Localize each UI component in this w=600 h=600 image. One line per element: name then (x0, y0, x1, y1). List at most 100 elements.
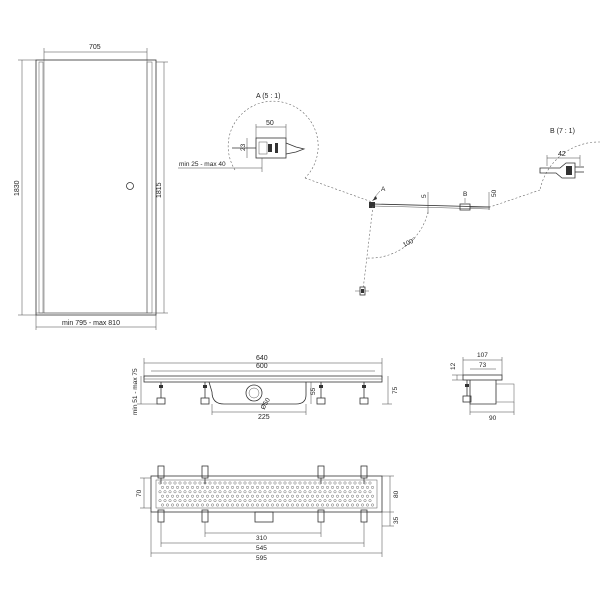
grate-hole (166, 503, 169, 507)
detail-b-title: B (7 : 1) (550, 128, 575, 135)
grate-hole (246, 494, 249, 498)
grate-hole (258, 490, 262, 494)
grate-hole (206, 503, 209, 507)
grate-hole (233, 499, 237, 502)
drain-top-grate (155, 479, 378, 509)
grate-hole (301, 485, 304, 489)
grate-hole (256, 503, 259, 507)
grate-hole (196, 503, 199, 507)
grate-hole (303, 499, 307, 502)
grate-hole (266, 494, 269, 498)
grate-hole (171, 494, 174, 498)
grate-hole (308, 481, 312, 485)
grate-hole (251, 503, 254, 507)
grate-hole (213, 481, 217, 485)
grate-hole (248, 499, 252, 502)
grate-hole (238, 481, 242, 485)
grate-hole (251, 485, 254, 489)
grate-hole (158, 481, 162, 485)
grate-hole (223, 481, 227, 485)
grate-hole (363, 499, 367, 502)
grate-hole (311, 503, 314, 507)
door-glass-panel (43, 59, 148, 314)
plan-view: A B 5 50 100° (355, 186, 498, 296)
grate-hole (228, 490, 232, 494)
grate-hole (336, 485, 339, 489)
grate-hole (176, 503, 179, 507)
grate-hole (338, 481, 342, 485)
grate-hole (198, 490, 202, 494)
grate-hole (288, 490, 292, 494)
grate-hole (208, 481, 212, 485)
grate-hole (216, 494, 219, 498)
grate-hole (188, 481, 192, 485)
drain-top-frame (150, 475, 383, 513)
grate-hole (188, 490, 192, 494)
grate-hole (191, 503, 194, 507)
drain-side-legs (156, 382, 369, 405)
drain-top-outlet (254, 511, 274, 523)
grate-hole (293, 499, 297, 502)
drain-top-80-label: 80 (393, 490, 400, 498)
detail-b: B (7 : 1) 42 (489, 128, 600, 208)
drain-end-73-label: 73 (479, 362, 487, 369)
grate-hole (356, 494, 359, 498)
grate-hole (201, 503, 204, 507)
door-elevation: 705 1830 1815 min 795 - max 810 (14, 44, 168, 330)
grate-hole (291, 503, 294, 507)
grate-hole (211, 494, 214, 498)
grate-hole (241, 503, 244, 507)
grate-hole (338, 499, 342, 502)
grate-hole (318, 481, 322, 485)
grate-hole (258, 499, 262, 502)
drain-side-channel (208, 381, 307, 405)
grate-hole (208, 490, 212, 494)
door-width-label: 705 (89, 44, 101, 51)
grate-hole (158, 490, 162, 494)
drain-end-view: 107 73 12 90 (450, 352, 515, 422)
drain-top-310-label: 310 (256, 535, 267, 542)
grate-hole (218, 499, 222, 502)
plan-dim-5: 5 (421, 194, 428, 198)
grate-hole (323, 499, 327, 502)
grate-hole (358, 481, 362, 485)
grate-hole (236, 485, 239, 489)
grate-hole (181, 503, 184, 507)
grate-hole (201, 494, 204, 498)
grate-hole (296, 485, 299, 489)
grate-hole (341, 485, 344, 489)
grate-hole (201, 485, 204, 489)
grate-hole (341, 503, 344, 507)
grate-hole (261, 503, 264, 507)
grate-hole (233, 490, 237, 494)
grate-hole (241, 494, 244, 498)
grate-hole (291, 485, 294, 489)
grate-hole (261, 485, 264, 489)
grate-hole (231, 485, 234, 489)
grate-hole (226, 503, 229, 507)
plan-hinge-a (369, 202, 375, 208)
grate-hole (191, 485, 194, 489)
door-height-right-label: 1815 (156, 182, 163, 198)
grate-hole (326, 485, 329, 489)
drain-side-range-label: min 51 - max 75 (132, 368, 139, 415)
grate-hole (328, 481, 332, 485)
grate-hole (281, 503, 284, 507)
grate-hole (313, 490, 317, 494)
plan-label-a: A (381, 186, 386, 193)
grate-hole (238, 499, 242, 502)
drain-side-55-label: 55 (310, 387, 317, 395)
detail-b-circle (539, 141, 600, 191)
drain-top-545-label: 545 (256, 545, 267, 552)
grate-hole (341, 494, 344, 498)
grate-hole (261, 494, 264, 498)
drain-top-brackets (157, 465, 368, 523)
grate-hole (348, 481, 352, 485)
grate-hole (206, 494, 209, 498)
grate-hole (358, 499, 362, 502)
grate-hole (306, 485, 309, 489)
grate-hole (288, 499, 292, 502)
grate-hole (161, 503, 164, 507)
door-left-profile (38, 61, 44, 314)
